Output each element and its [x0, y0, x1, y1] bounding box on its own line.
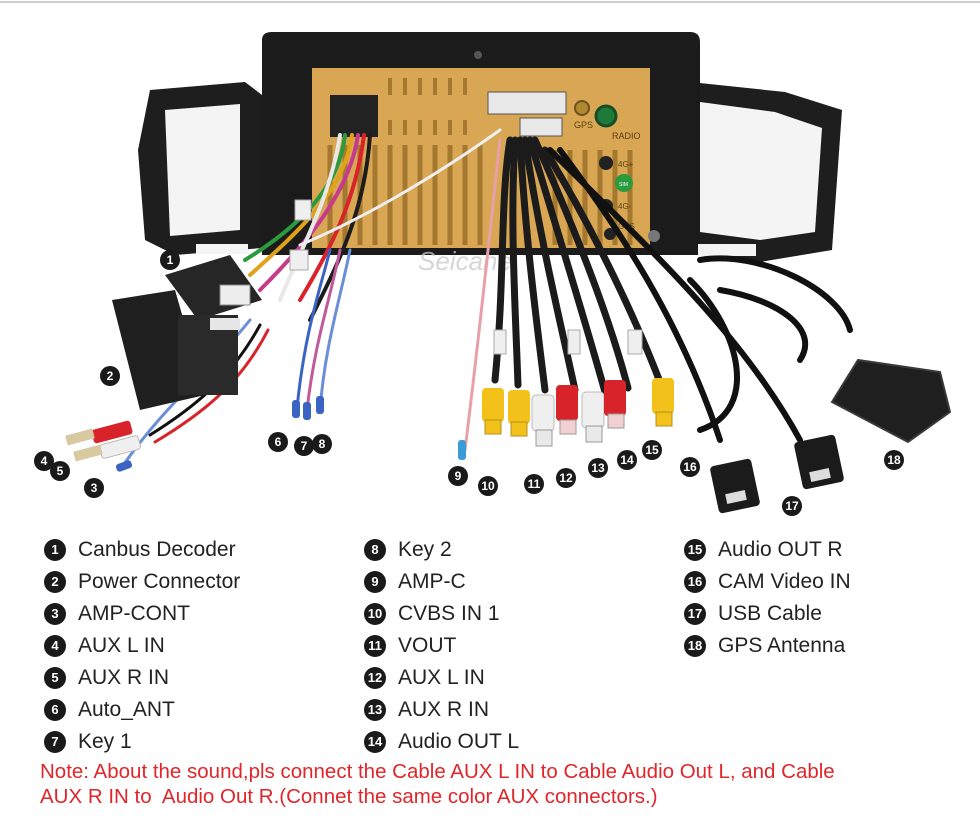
callout-6: 6 — [268, 432, 288, 452]
4g-plus-label: 4G+ — [618, 160, 634, 169]
legend-item: 10 CVBS IN 1 — [364, 598, 519, 630]
callout-14: 14 — [617, 450, 637, 470]
legend-label: GPS Antenna — [718, 634, 846, 657]
legend-item: 16 CAM Video IN — [684, 566, 851, 598]
usb-gps-cables — [547, 147, 853, 443]
legend-item: 17 USB Cable — [684, 598, 851, 630]
legend-number: 11 — [364, 635, 386, 657]
legend-number: 5 — [44, 667, 66, 689]
legend-number: 1 — [44, 539, 66, 561]
legend-item: 2 Power Connector — [44, 566, 240, 598]
callout-7: 7 — [294, 436, 314, 456]
legend-label: Key 1 — [78, 730, 132, 753]
legend-number: 12 — [364, 667, 386, 689]
note-line-2: AUX R IN to Audio Out R.(Connet the same… — [40, 785, 658, 808]
callout-3: 3 — [84, 478, 104, 498]
legend-label: AUX R IN — [398, 698, 490, 721]
callout-16: 16 — [680, 457, 700, 477]
legend-label: VOUT — [398, 634, 457, 657]
legend-column-2: 8 Key 2 9 AMP-C 10 CVBS IN 1 11 VOUT 12 AUX L… — [364, 534, 519, 758]
legend-column-1: 1 Canbus Decoder 2 Power Connector 3 AMP-CO… — [44, 534, 240, 758]
callout-15: 15 — [642, 440, 662, 460]
wire-tags — [289, 199, 643, 355]
left-harness — [118, 128, 502, 472]
legend-item: 5 AUX R IN — [44, 662, 240, 694]
watermark: Seicane — [418, 246, 512, 276]
callout-12: 12 — [556, 468, 576, 488]
gps-antenna — [830, 358, 952, 444]
key-pins — [292, 396, 324, 420]
legend-label: Key 2 — [398, 538, 452, 561]
legend-item: 15 Audio OUT R — [684, 534, 851, 566]
legend-label: Canbus Decoder — [78, 538, 236, 561]
rca-bundle — [463, 136, 664, 452]
legend-label: Auto_ANT — [78, 698, 175, 721]
legend-number: 2 — [44, 571, 66, 593]
legend-number: 4 — [44, 635, 66, 657]
legend-number: 16 — [684, 571, 706, 593]
note-line-1: Note: About the sound,pls connect the Ca… — [40, 760, 835, 783]
legend-item: 6 Auto_ANT — [44, 694, 240, 726]
sim-label: SIM — [619, 182, 628, 188]
sound-note: Note: About the sound,pls connect the Ca… — [40, 759, 960, 809]
legend-label: AUX L IN — [78, 634, 165, 657]
legend-item: 1 Canbus Decoder — [44, 534, 240, 566]
canbus-decoder — [112, 255, 262, 410]
left-rca-plugs — [65, 420, 141, 472]
legend-item: 13 AUX R IN — [364, 694, 519, 726]
legend-label: AUX L IN — [398, 666, 485, 689]
legend-number: 18 — [684, 635, 706, 657]
usb-connectors — [710, 434, 844, 514]
legend-label: CAM Video IN — [718, 570, 851, 593]
legend-number: 8 — [364, 539, 386, 561]
legend-item: 3 AMP-CONT — [44, 598, 240, 630]
callout-13: 13 — [588, 458, 608, 478]
legend-item: 8 Key 2 — [364, 534, 519, 566]
legend-number: 10 — [364, 603, 386, 625]
legend-label: AUX R IN — [78, 666, 170, 689]
legend-label: Audio OUT L — [398, 730, 520, 753]
callout-2: 2 — [100, 366, 120, 386]
legend-number: 15 — [684, 539, 706, 561]
legend-item: 18 GPS Antenna — [684, 630, 851, 662]
4g-minus-label: 4G- — [618, 202, 632, 211]
legend-item: 4 AUX L IN — [44, 630, 240, 662]
legend-number: 17 — [684, 603, 706, 625]
legend-number: 9 — [364, 571, 386, 593]
legend-label: USB Cable — [718, 602, 822, 625]
legend-item: 9 AMP-C — [364, 566, 519, 598]
legend-number: 6 — [44, 699, 66, 721]
callout-4: 4 — [34, 451, 54, 471]
callout-10: 10 — [478, 476, 498, 496]
legend-column-3: 15 Audio OUT R 16 CAM Video IN 17 USB Cable… — [684, 534, 851, 662]
gps-port-label: GPS — [574, 120, 593, 130]
callout-18: 18 — [884, 450, 904, 470]
callout-5: 5 — [50, 461, 70, 481]
legend-label: Audio OUT R — [718, 538, 843, 561]
legend-label: AMP-CONT — [78, 602, 190, 625]
radio-port-label: RADIO — [612, 131, 641, 141]
callout-1: 1 — [160, 250, 180, 270]
legend-item: 7 Key 1 — [44, 726, 240, 758]
callout-17: 17 — [782, 496, 802, 516]
legend-item: 11 VOUT — [364, 630, 519, 662]
rca-plugs-middle — [458, 378, 674, 460]
legend-item: 14 Audio OUT L — [364, 726, 519, 758]
legend-number: 14 — [364, 731, 386, 753]
legend-item: 12 AUX L IN — [364, 662, 519, 694]
callout-11: 11 — [524, 474, 544, 494]
callout-8: 8 — [312, 434, 332, 454]
legend-number: 3 — [44, 603, 66, 625]
legend-label: Power Connector — [78, 570, 241, 593]
wiring-photo: GPS RADIO 4G+ 4G- GPS SIM Seicane — [0, 1, 980, 514]
legend-number: 7 — [44, 731, 66, 753]
legend-number: 13 — [364, 699, 386, 721]
callout-9: 9 — [448, 466, 468, 486]
legend-label: AMP-C — [398, 570, 466, 593]
legend-label: CVBS IN 1 — [398, 602, 500, 625]
